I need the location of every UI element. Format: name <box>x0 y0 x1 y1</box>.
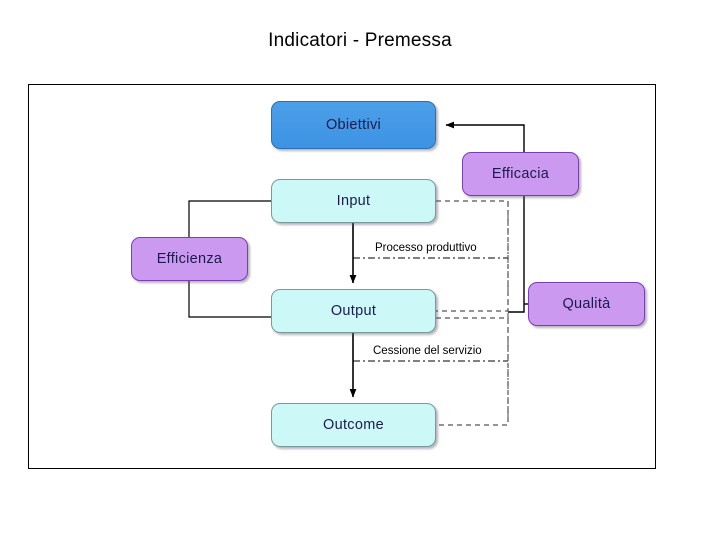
node-qualita-label: Qualità <box>562 296 611 312</box>
node-outcome-label: Outcome <box>323 417 384 433</box>
node-obiettivi[interactable]: Obiettivi <box>271 101 436 149</box>
node-qualita[interactable]: Qualità <box>528 282 645 326</box>
node-efficienza[interactable]: Efficienza <box>131 237 248 281</box>
node-input-label: Input <box>336 193 371 209</box>
node-efficienza-label: Efficienza <box>156 251 223 267</box>
node-efficacia-label: Efficacia <box>491 166 550 182</box>
node-efficacia[interactable]: Efficacia <box>462 152 579 196</box>
node-input[interactable]: Input <box>271 179 436 223</box>
page-title: Indicatori - Premessa <box>268 30 452 51</box>
node-obiettivi-label: Obiettivi <box>325 117 382 133</box>
edge-label-processo-produttivo: Processo produttivo <box>373 242 479 254</box>
edge-label-cessione-del-servizio: Cessione del servizio <box>371 345 484 357</box>
node-output-label: Output <box>330 303 377 319</box>
node-output[interactable]: Output <box>271 289 436 333</box>
node-outcome[interactable]: Outcome <box>271 403 436 447</box>
